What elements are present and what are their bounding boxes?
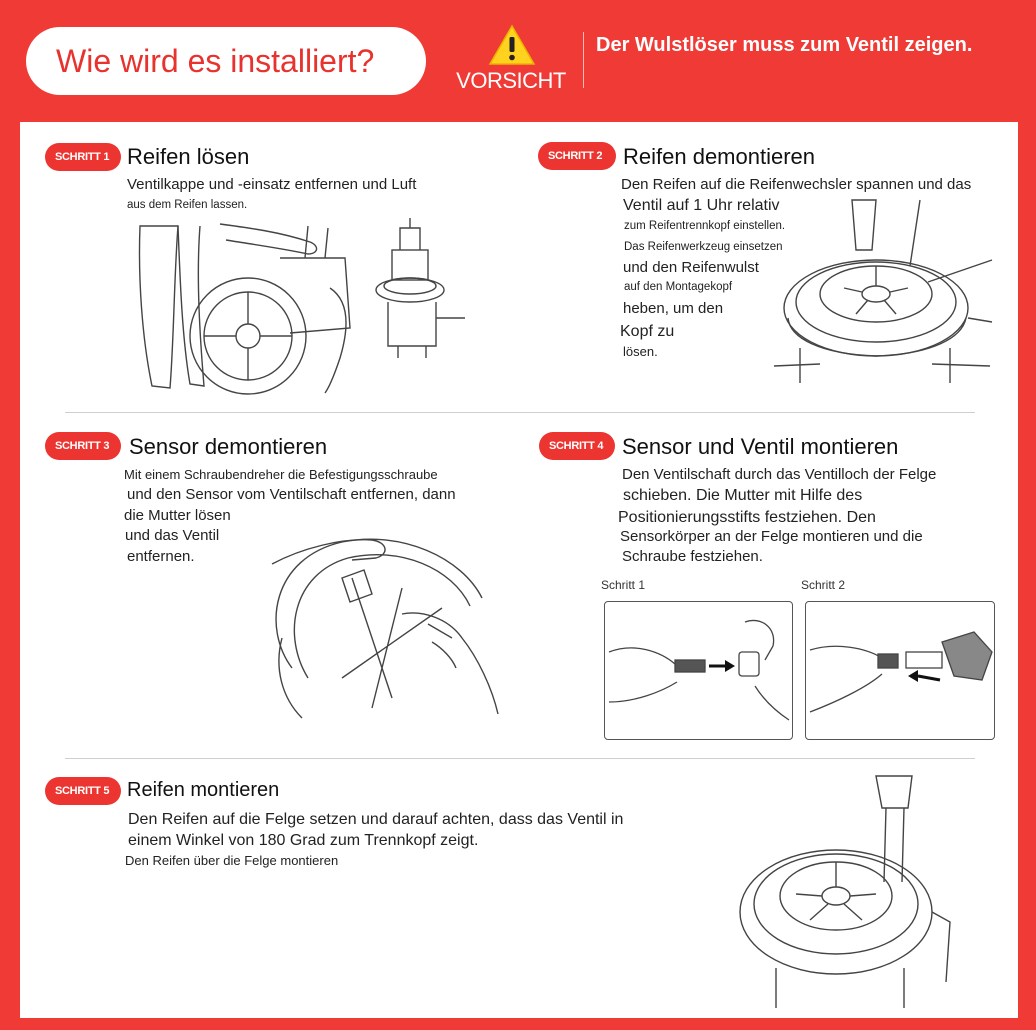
step-badge-text: SCHRITT 3 — [55, 440, 110, 452]
step-badge: SCHRITT 1 — [45, 143, 121, 171]
warning-label: VORSICHT — [456, 68, 566, 93]
step-text: Ventil auf 1 Uhr relativ — [623, 197, 780, 214]
step-text: heben, um den — [623, 300, 724, 317]
row-divider — [65, 412, 975, 413]
tire-demount-illustration — [760, 198, 1000, 388]
sub-step-label: Schritt 2 — [801, 578, 846, 592]
step-text: lösen. — [623, 344, 658, 359]
step-text: Den Reifen auf die Reifenwechsler spanne… — [621, 176, 972, 193]
row-divider — [65, 758, 975, 759]
page-title-text: Wie wird es installiert? — [56, 42, 375, 79]
step-badge: SCHRITT 4 — [539, 432, 615, 460]
step-title: Reifen demontieren — [623, 144, 816, 169]
sub-step-2-image — [805, 601, 995, 740]
sub-step-1-image — [604, 601, 793, 740]
step-title: Reifen montieren — [127, 779, 280, 801]
step-text: einem Winkel von 180 Grad zum Trennkopf … — [128, 832, 479, 849]
warning-text: Der Wulstlöser muss zum Ventil zeigen. — [596, 34, 973, 56]
step-text: und den Sensor vom Ventilschaft entferne… — [127, 486, 456, 503]
step-text: die Mutter lösen — [124, 507, 231, 524]
step-badge-text: SCHRITT 4 — [549, 440, 604, 452]
tire-mount-illustration — [736, 772, 976, 1012]
warning-triangle-icon — [488, 24, 536, 65]
step-title: Sensor demontieren — [129, 434, 328, 459]
step-text: Den Reifen auf die Felge setzen und dara… — [128, 811, 624, 828]
step-badge-text: SCHRITT 5 — [55, 785, 110, 797]
step-text: Mit einem Schraubendreher die Befestigun… — [124, 467, 438, 482]
step-text: Das Reifenwerkzeug einsetzen — [624, 241, 783, 253]
step-text: Ventilkappe und -einsatz entfernen und L… — [127, 176, 417, 193]
step-badge: SCHRITT 5 — [45, 777, 121, 805]
step-badge-text: SCHRITT 1 — [55, 151, 110, 163]
step-title: Reifen lösen — [127, 144, 250, 169]
step-text: Kopf zu — [620, 323, 675, 340]
step-text: entfernen. — [127, 548, 195, 565]
warning-block: VORSICHT — [452, 24, 570, 96]
step-title: Sensor und Ventil montieren — [622, 434, 899, 459]
step-text: und das Ventil — [125, 527, 220, 544]
step-text: schieben. Die Mutter mit Hilfe des — [623, 487, 863, 504]
step-text: und den Reifenwulst — [623, 259, 759, 276]
header-divider — [583, 32, 584, 88]
step-text: Schraube festziehen. — [622, 548, 763, 565]
instruction-panel: SCHRITT 1 Reifen lösen Ventilkappe und -… — [20, 122, 1018, 1018]
tire-loosening-illustration — [130, 218, 480, 398]
step-text: Den Reifen über die Felge montieren — [125, 853, 339, 868]
step-text: zum Reifentrennkopf einstellen. — [624, 220, 786, 232]
step-text: Den Ventilschaft durch das Ventilloch de… — [622, 466, 937, 483]
step-text: aus dem Reifen lassen. — [127, 199, 248, 211]
step-text: Sensorkörper an der Felge montieren und … — [620, 528, 923, 545]
sub-step-label: Schritt 1 — [601, 578, 646, 592]
sensor-removal-illustration — [252, 518, 522, 728]
step-badge-text: SCHRITT 2 — [548, 150, 603, 162]
step-text: Positionierungsstifts festziehen. Den — [618, 509, 876, 526]
step-text: auf den Montagekopf — [624, 281, 733, 293]
step-badge: SCHRITT 3 — [45, 432, 121, 460]
page-title: Wie wird es installiert? — [26, 27, 426, 95]
step-badge: SCHRITT 2 — [538, 142, 616, 170]
